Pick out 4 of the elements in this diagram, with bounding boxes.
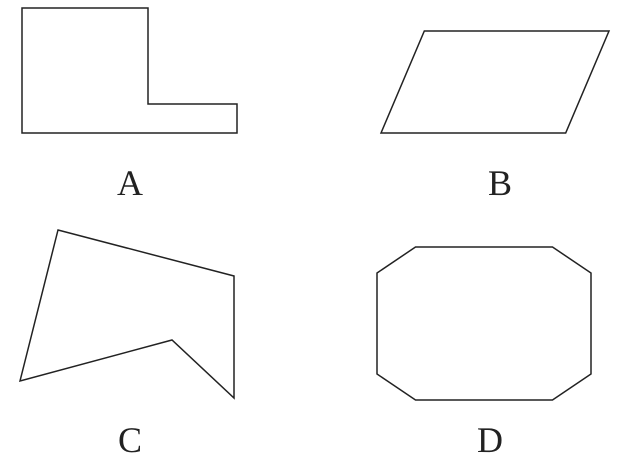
figure-letter: A xyxy=(117,165,143,201)
figure-letter: B xyxy=(488,165,512,201)
figure-letter: C xyxy=(118,422,142,458)
figure-letter: D xyxy=(477,422,503,458)
